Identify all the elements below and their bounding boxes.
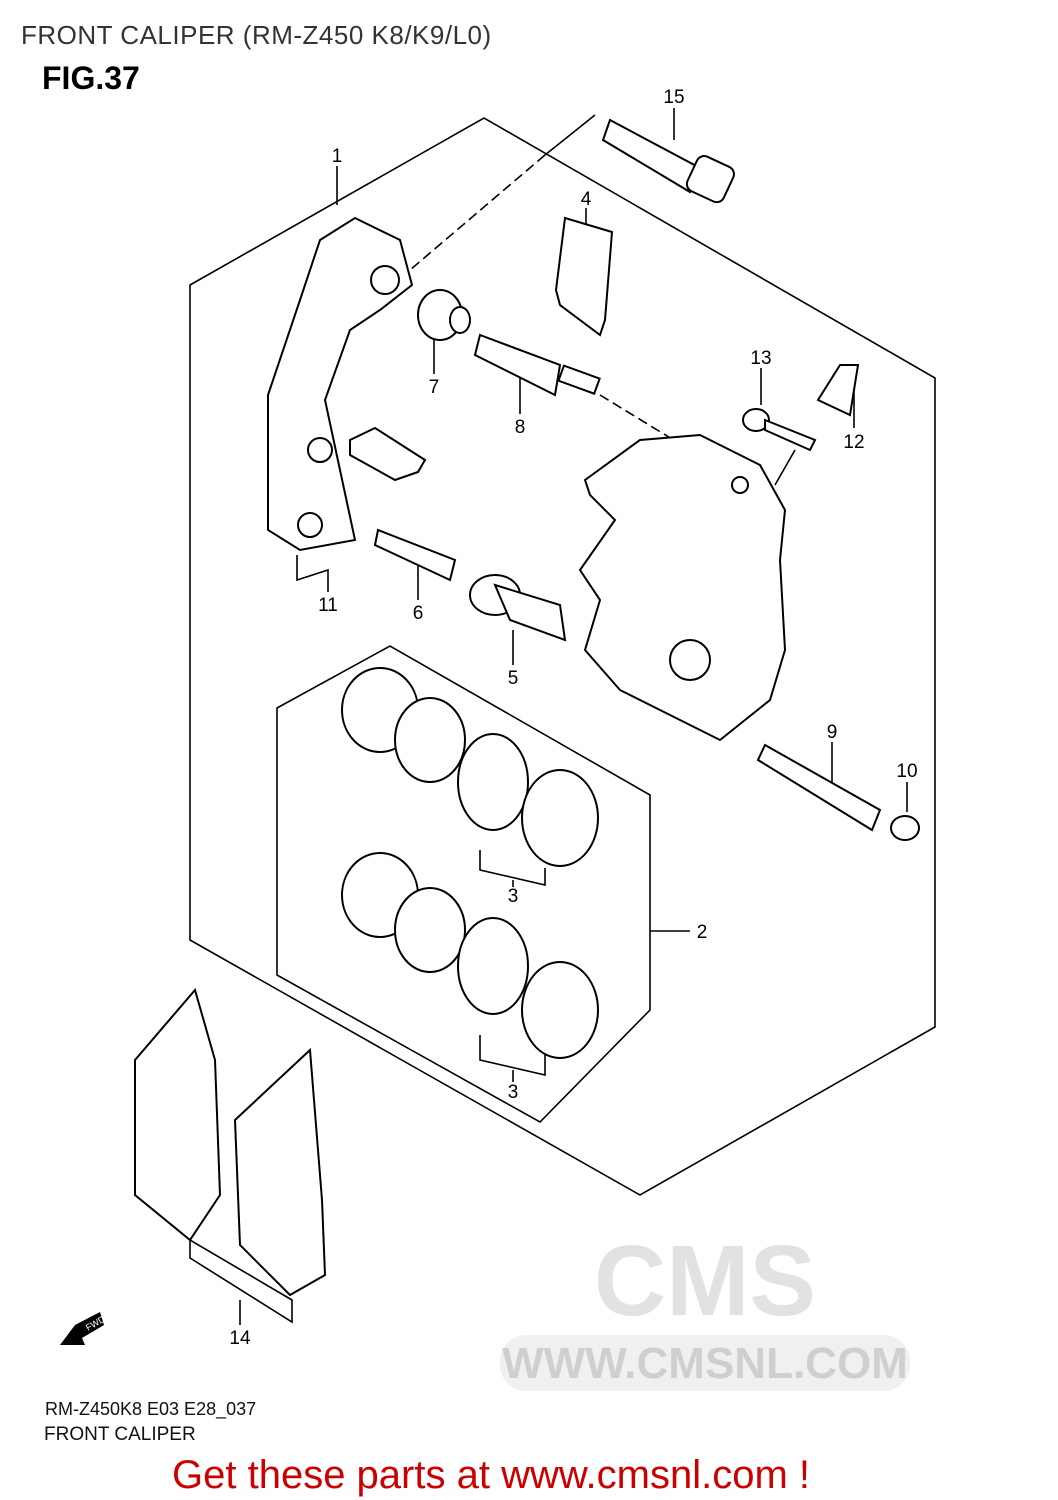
callout-14: 14 bbox=[229, 1328, 251, 1349]
callout-13: 13 bbox=[750, 348, 771, 369]
callout-3b: 3 bbox=[508, 1082, 519, 1103]
callout-5: 5 bbox=[508, 668, 519, 689]
callout-1: 1 bbox=[332, 146, 343, 167]
callout-15: 15 bbox=[663, 87, 684, 108]
brake-pads-14 bbox=[134, 987, 327, 1297]
callout-2: 2 bbox=[697, 922, 708, 943]
fwd-arrow: FWD bbox=[60, 1312, 107, 1345]
boot-5 bbox=[469, 574, 567, 642]
callout-6: 6 bbox=[413, 603, 424, 624]
figure-number: FIG.37 bbox=[42, 60, 140, 96]
caliper-bracket bbox=[267, 216, 414, 552]
pad-spring-4 bbox=[554, 216, 614, 337]
clip-11 bbox=[349, 426, 427, 482]
bolt-15 bbox=[601, 118, 735, 204]
callout-3: 3 bbox=[508, 886, 519, 907]
plug-10 bbox=[890, 815, 920, 841]
page-title: FRONT CALIPER (RM-Z450 K8/K9/L0) bbox=[21, 20, 492, 50]
callout-7: 7 bbox=[429, 377, 440, 398]
boot-7 bbox=[417, 289, 471, 341]
pin-8 bbox=[473, 333, 601, 397]
cap-13 bbox=[742, 408, 817, 452]
pin-6 bbox=[373, 528, 457, 582]
bleeder-12 bbox=[816, 364, 860, 417]
watermark: WWW.CMSNL.COM CMS bbox=[500, 1225, 910, 1391]
pistons bbox=[341, 667, 466, 973]
callout-10: 10 bbox=[896, 761, 917, 782]
caliper-body bbox=[578, 433, 787, 742]
watermark-logo: CMS bbox=[594, 1225, 816, 1337]
callout-8: 8 bbox=[515, 417, 526, 438]
piston-set-outline bbox=[276, 645, 651, 1123]
callout-11: 11 bbox=[318, 595, 338, 616]
assembly-outline bbox=[189, 117, 936, 1196]
promo-link[interactable]: Get these parts at www.cmsnl.com ! bbox=[172, 1453, 810, 1497]
callout-9: 9 bbox=[827, 722, 838, 743]
pin-9 bbox=[756, 743, 882, 832]
pad-set-outline bbox=[189, 1238, 293, 1324]
watermark-text: WWW.CMSNL.COM bbox=[502, 1339, 908, 1388]
diagram-code: RM-Z450K8 E03 E28_037 bbox=[45, 1399, 257, 1419]
callout-12: 12 bbox=[843, 432, 864, 453]
seals-3 bbox=[457, 733, 599, 1059]
callouts: 1 2 3 3 4 5 6 7 8 9 10 11 12 13 14 15 bbox=[229, 87, 917, 1349]
diagram-caption: FRONT CALIPER bbox=[44, 1424, 196, 1445]
callout-4: 4 bbox=[581, 189, 592, 210]
